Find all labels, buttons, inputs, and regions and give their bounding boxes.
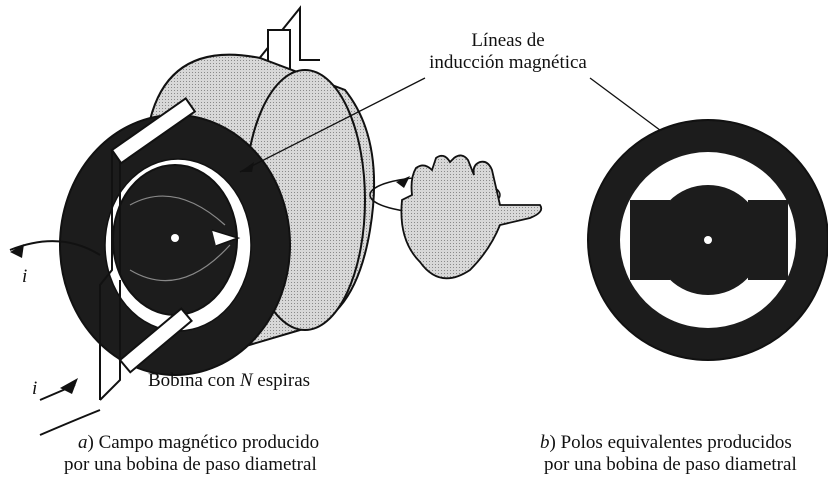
caption-b-letter: b [540, 432, 550, 453]
flux-arrow [211, 229, 241, 247]
flux-line [129, 244, 231, 282]
coil-conductor-top [99, 150, 121, 400]
label-coil-prefix: Bobina con [148, 370, 240, 391]
caption-b-line2: por una bobina de paso diametral [544, 454, 797, 475]
hand [400, 154, 543, 280]
lead-in [39, 409, 101, 436]
label-coil-var: N [239, 370, 253, 391]
current-leads [9, 240, 101, 436]
lead-in-line [39, 384, 76, 401]
coil-side-bottom [118, 307, 193, 374]
coil-frame-front [99, 280, 121, 401]
rotor-shaft [171, 234, 179, 242]
caption-b: b) Polos equivalentes producidos por una… [540, 432, 797, 476]
lead-in-arrow [60, 378, 78, 394]
label-current-bottom: i [32, 378, 38, 399]
right-hand-rule [369, 154, 543, 280]
caption-a-line2: por una bobina de paso diametral [64, 454, 317, 475]
flux-line [129, 195, 226, 226]
caption-a-letter: a [78, 432, 88, 453]
label-coil: Bobina con N espiras [148, 370, 310, 392]
lead-out-arrow [10, 244, 24, 258]
label-current-top: i [22, 266, 28, 287]
label-induction-lines-line2: inducción magnética [429, 52, 587, 73]
coil-side-top [110, 96, 197, 165]
caption-a-line1: ) Campo magnético producido [87, 432, 320, 453]
label-induction-lines-line1: Líneas de [471, 30, 545, 51]
machine-cylinder [59, 5, 376, 401]
rotor-shaft-b [704, 236, 712, 244]
label-coil-suffix: espiras [252, 370, 311, 391]
leader-line-a-arrow [240, 162, 254, 172]
label-induction-lines: Líneas de inducción magnética [418, 30, 598, 74]
caption-a: a) Campo magnético producido por una bob… [64, 432, 320, 476]
caption-b-line1: ) Polos equivalentes producidos [549, 432, 792, 453]
rotation-arrowhead [396, 176, 410, 188]
equivalent-poles [587, 119, 828, 361]
leader-line-a [239, 77, 426, 173]
